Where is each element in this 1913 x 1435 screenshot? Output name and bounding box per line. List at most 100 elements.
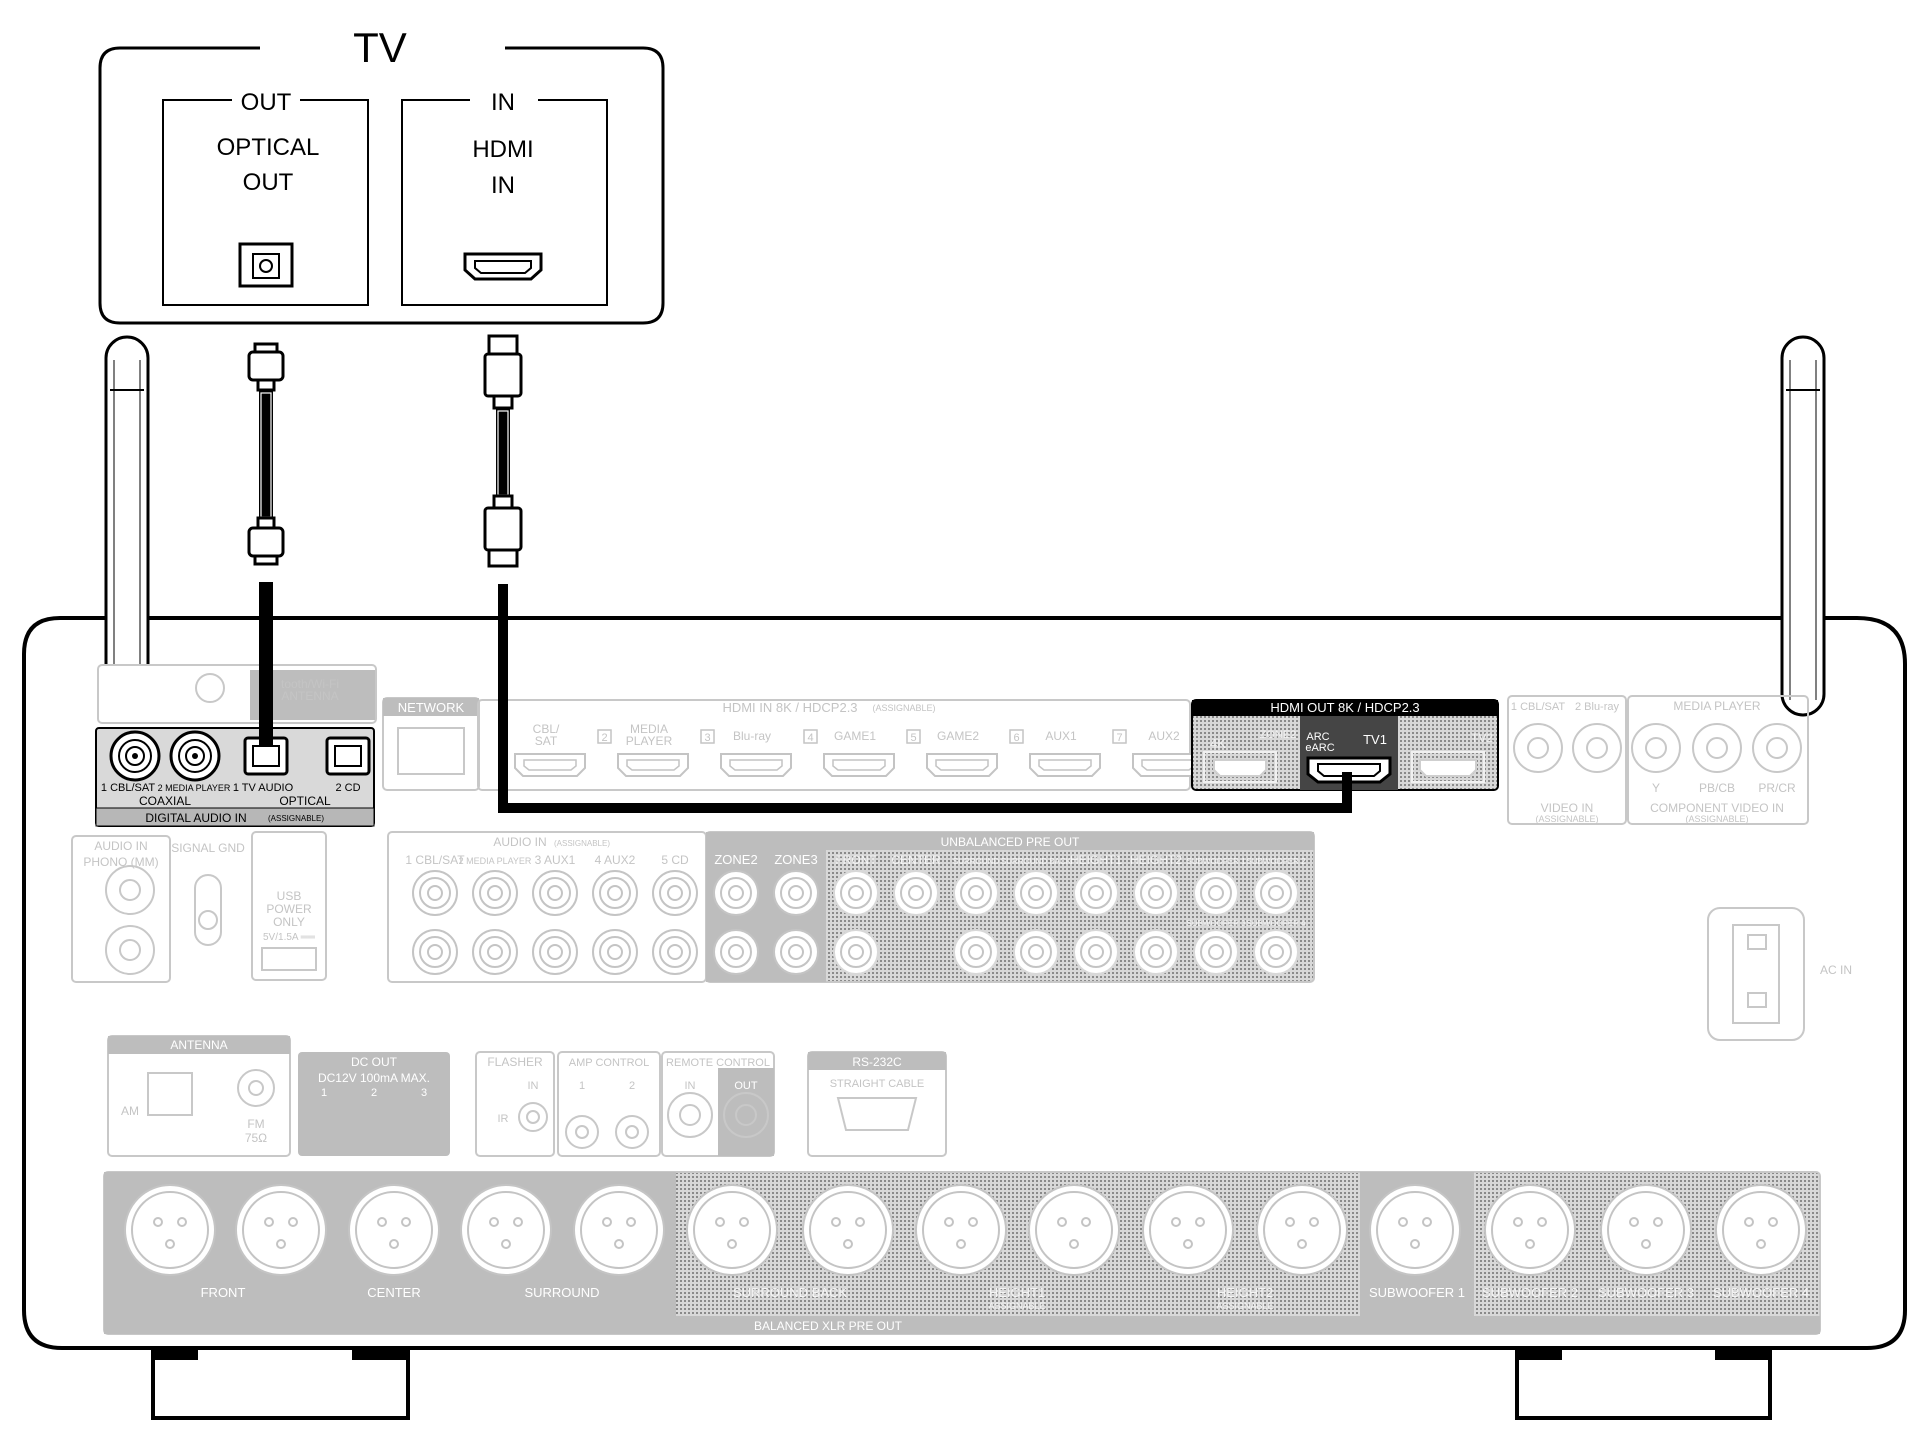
rs232c-sub: STRAIGHT CABLE [830, 1078, 925, 1090]
tv-title: TV [353, 24, 407, 71]
bt-antenna-right-label: Bluetooth/Wi-Fi ANTENNA [1605, 674, 1759, 689]
balanced-assignable-6: ASSIGNABLE [1216, 1301, 1273, 1311]
zone-jack-l-2[interactable] [773, 870, 819, 916]
xlr-jack-3[interactable] [348, 1184, 440, 1276]
xlr-jack-13[interactable] [1484, 1184, 1576, 1276]
xlr-jack-1[interactable] [124, 1184, 216, 1276]
xlr-jack-11[interactable] [1256, 1184, 1348, 1276]
balanced-group-label-1: FRONT [201, 1285, 246, 1300]
tv-optical-out-port[interactable] [238, 242, 294, 288]
xlr-jack-2[interactable] [235, 1184, 327, 1276]
sub-jack-4[interactable] [1253, 929, 1299, 975]
unbalanced-jack-top-3[interactable] [953, 870, 999, 916]
audio-in-jack-r-2[interactable] [472, 929, 518, 975]
hdmi-in-port-label-5: GAME2 [937, 729, 979, 743]
audio-in-label-3: 3 AUX1 [535, 853, 576, 867]
xlr-jack-7[interactable] [802, 1184, 894, 1276]
tv-hdmi-label-in: IN [491, 172, 515, 199]
unbalanced-jack-bottom-3[interactable] [953, 929, 999, 975]
digital-in-1-tv-audio: 1 TV AUDIO [233, 782, 294, 794]
xlr-jack-12[interactable] [1369, 1184, 1461, 1276]
zone-jack-r-1[interactable] [713, 929, 759, 975]
xlr-jack-6[interactable] [686, 1184, 778, 1276]
dc-out-1: 1 [321, 1087, 327, 1099]
digital-in-1-cbl-sat: 1 CBL/SAT [101, 782, 155, 794]
signal-gnd-label: SIGNAL GND [171, 841, 245, 855]
unbalanced-jack-top-2[interactable] [893, 870, 939, 916]
flasher-title: FLASHER [487, 1055, 543, 1069]
sub-label-1: SUBWOOFER 1 [1186, 857, 1246, 866]
audio-in-jack-r-4[interactable] [592, 929, 638, 975]
hdmi-in-port-number-4: 5 [910, 732, 916, 744]
audio-in-jack-r-5[interactable] [652, 929, 698, 975]
optical-label: OPTICAL [279, 794, 331, 808]
sub-label-4: SUBWOOFER 4 [1246, 919, 1306, 928]
hdmi-in-port-1[interactable] [514, 753, 586, 777]
audio-in-assignable: (ASSIGNABLE) [554, 839, 610, 848]
sub-jack-3[interactable] [1193, 929, 1239, 975]
hdmi-in-port-label-2: MEDIA [630, 722, 668, 736]
xlr-jack-4[interactable] [460, 1184, 552, 1276]
zone-jack-l-1[interactable] [713, 870, 759, 916]
audio-in-jack-l-5[interactable] [652, 870, 698, 916]
balanced-group-label-6: HEIGHT2 [1217, 1285, 1273, 1300]
xlr-jack-9[interactable] [1028, 1184, 1120, 1276]
tv-out-header: OUT [241, 89, 292, 116]
xlr-jack-14[interactable] [1600, 1184, 1692, 1276]
xlr-jack-15[interactable] [1715, 1184, 1807, 1276]
bt-antenna-left-label-2: ANTENNA [281, 689, 338, 703]
hdmi-in-port-3[interactable] [720, 753, 792, 777]
tv-hdmi-in-port[interactable] [463, 252, 543, 281]
audio-in-jack-l-1[interactable] [412, 870, 458, 916]
unbalanced-jack-bottom-1[interactable] [833, 929, 879, 975]
tv-optical-label: OPTICAL [217, 134, 320, 161]
audio-in-jack-l-3[interactable] [532, 870, 578, 916]
zone-jack-r-2[interactable] [773, 929, 819, 975]
component-title: COMPONENT VIDEO IN [1650, 801, 1784, 815]
audio-in-jack-l-4[interactable] [592, 870, 638, 916]
coaxial-1-cbl-sat-jack[interactable] [109, 730, 161, 782]
network-label: NETWORK [398, 700, 465, 715]
audio-in-jack-r-3[interactable] [532, 929, 578, 975]
antenna-right [1780, 335, 1826, 717]
unbalanced-jack-top-6[interactable] [1133, 870, 1179, 916]
unbalanced-jack-bottom-4[interactable] [1013, 929, 1059, 975]
xlr-jack-8[interactable] [915, 1184, 1007, 1276]
phono-sub: PHONO (MM) [83, 855, 158, 869]
balanced-group-label-5: HEIGHT1 [989, 1285, 1045, 1300]
unbalanced-jack-top-5[interactable] [1073, 870, 1119, 916]
balanced-group-label-3: SURROUND [524, 1285, 599, 1300]
hdmi-in-port-5[interactable] [926, 753, 998, 777]
audio-in-jack-l-2[interactable] [472, 870, 518, 916]
balanced-group-label-9: SUBWOOFER 3 [1598, 1285, 1694, 1300]
antenna-am: AM [121, 1104, 139, 1118]
unbalanced-label-3: SURROUND [953, 857, 999, 866]
panel-labels: tooth/Wi-Fi ANTENNA NETWORK HDMI IN 8K /… [83, 674, 1852, 1333]
unbalanced-jack-top-4[interactable] [1013, 870, 1059, 916]
hdmi-out-earc: eARC [1305, 742, 1334, 754]
xlr-jack-10[interactable] [1142, 1184, 1234, 1276]
hdmi-in-port-4[interactable] [823, 753, 895, 777]
hdmi-in-port-label-1: CBL/ [533, 722, 560, 736]
hdmi-in-port-2[interactable] [617, 753, 689, 777]
xlr-jack-5[interactable] [573, 1184, 665, 1276]
unbalanced-label-1: FRONT [835, 853, 877, 867]
unbalanced-jack-top-1[interactable] [833, 870, 879, 916]
sub-jack-2[interactable] [1253, 870, 1299, 916]
antenna-title: ANTENNA [170, 1038, 227, 1052]
hdmi-in-port-6[interactable] [1029, 753, 1101, 777]
hdmi-out-tv1-port[interactable] [1306, 756, 1392, 784]
usb-label-1: USB [277, 889, 302, 903]
coaxial-2-media-player-jack[interactable] [169, 730, 221, 782]
audio-in-label-4: 4 AUX2 [595, 853, 636, 867]
balanced-title: BALANCED XLR PRE OUT [754, 1319, 903, 1333]
zone-label-1: ZONE2 [714, 852, 757, 867]
optical-2-cd-port[interactable] [325, 736, 371, 776]
video-in-source-1: 1 CBL/SAT [1511, 701, 1565, 713]
unbalanced-jack-bottom-6[interactable] [1133, 929, 1179, 975]
unbalanced-jack-bottom-5[interactable] [1073, 929, 1119, 975]
sub-jack-1[interactable] [1193, 870, 1239, 916]
audio-in-jack-r-1[interactable] [412, 929, 458, 975]
hdmi-out-tv2-label: TV2 [1471, 731, 1493, 745]
